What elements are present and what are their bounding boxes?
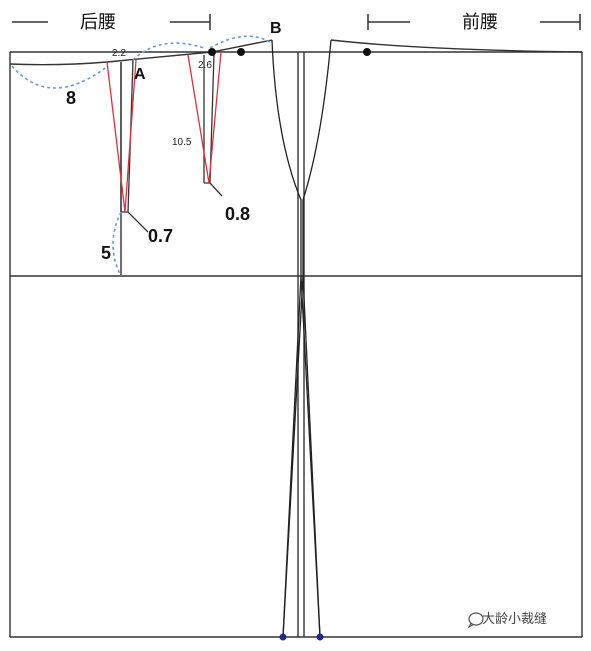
- front-side-curve-upper: [302, 39, 332, 276]
- curve-8: [11, 65, 109, 89]
- watermark: 大龄小裁缝: [458, 608, 547, 627]
- dart2-tip: [204, 182, 223, 197]
- curve-26: [209, 35, 271, 49]
- label-22: 2.2: [112, 48, 126, 59]
- label-5: 5: [101, 243, 111, 263]
- label-26: 2.6: [198, 60, 212, 71]
- label-b: B: [270, 20, 282, 37]
- dart1-tip: [121, 211, 149, 233]
- label-8: 8: [66, 88, 76, 108]
- front-waist-curve: [330, 39, 583, 53]
- cross-line-b: [300, 275, 321, 638]
- dart2-red: [187, 51, 222, 184]
- point-waist-front: [363, 48, 371, 56]
- side-seam-curves: [271, 39, 332, 638]
- measure-curves: [11, 35, 271, 277]
- point-waist-back: [208, 48, 216, 56]
- dart1-red: [106, 59, 137, 213]
- back-dart-2-red: [187, 51, 222, 184]
- waist-curves: [9, 39, 583, 66]
- label-07: 0.7: [148, 226, 173, 246]
- point-hem-right: [316, 633, 324, 641]
- header-back-waist: 后腰: [80, 12, 116, 33]
- curve-22: [132, 42, 205, 61]
- back-dart-1-red: [106, 59, 137, 213]
- measure-markers: [12, 14, 581, 30]
- key-points: [208, 48, 371, 641]
- chat-bubble-icon: [467, 612, 484, 629]
- back-side-curve-upper: [271, 39, 302, 276]
- back-waist-curve: [9, 39, 273, 66]
- watermark-text: 大龄小裁缝: [482, 612, 548, 627]
- label-a: A: [134, 66, 146, 83]
- label-105: 10.5: [172, 137, 192, 148]
- point-hem-left: [279, 633, 287, 641]
- cross-line-a: [282, 275, 304, 638]
- point-waist-back-2: [237, 48, 245, 56]
- header-front-waist: 前腰: [462, 12, 498, 33]
- curve-5: [112, 211, 122, 277]
- label-08: 0.8: [225, 204, 250, 224]
- pattern-frame: [9, 51, 583, 638]
